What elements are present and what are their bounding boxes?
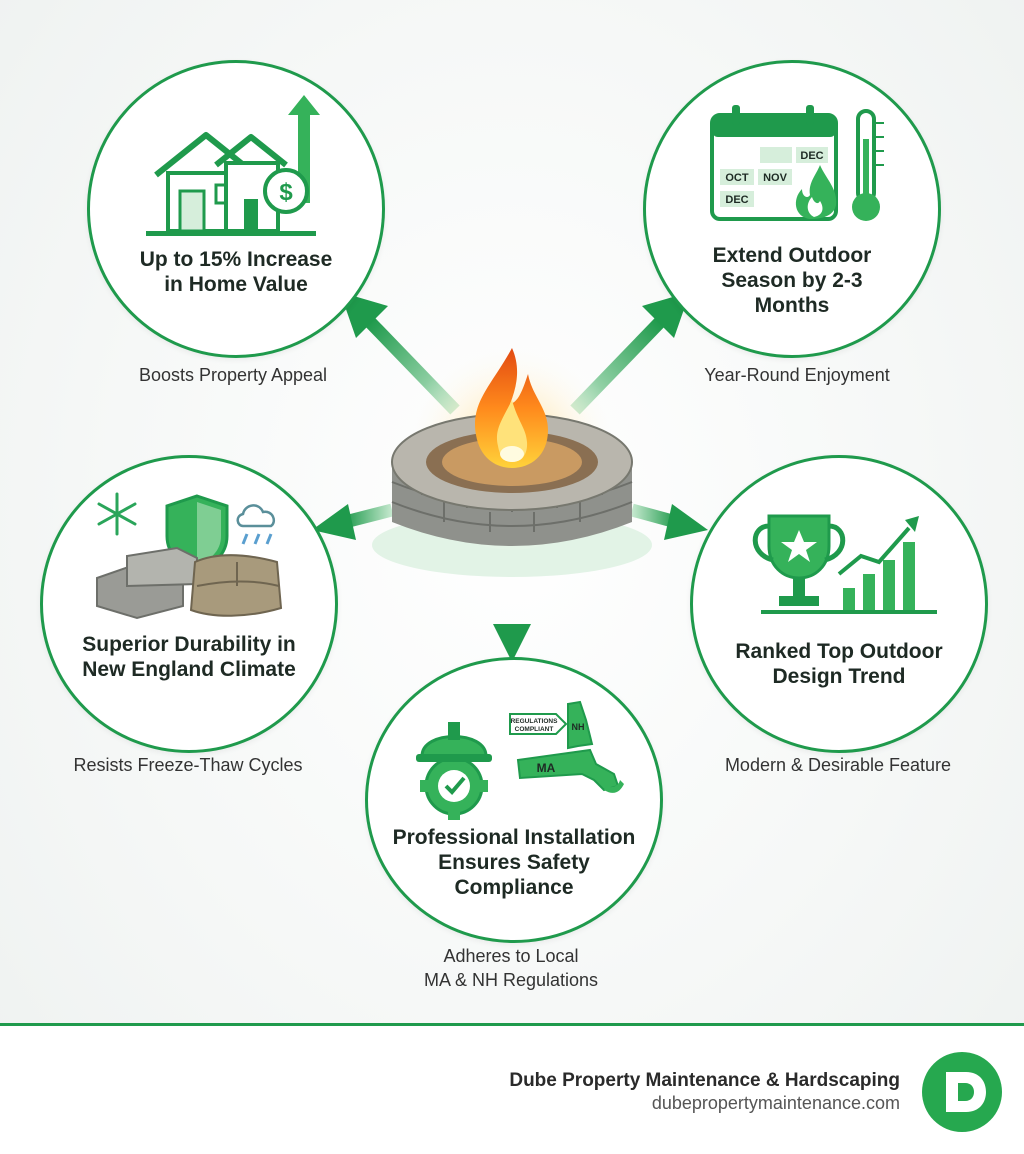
- benefit-design-trend: Ranked Top Outdoor Design Trend: [690, 455, 988, 753]
- hardhat-map-icon: REGULATIONS COMPLIANT NH MA: [416, 700, 624, 820]
- company-name: Dube Property Maintenance & Hardscaping: [509, 1070, 900, 1091]
- svg-text:NOV: NOV: [763, 172, 788, 184]
- benefit-caption: Year-Round Enjoyment: [704, 365, 890, 385]
- benefit-caption: Modern & Desirable Feature: [724, 755, 952, 775]
- svg-text:DEC: DEC: [725, 194, 748, 206]
- svg-text:DEC: DEC: [800, 150, 823, 162]
- benefit-season-extension: DEC OCT NOV DEC Extend Outdoor Season by…: [643, 60, 941, 358]
- arrow-right: [630, 503, 708, 540]
- svg-text:MA: MA: [537, 761, 556, 775]
- benefit-title: Professional Installation Ensures Safety…: [392, 826, 636, 899]
- stone-shield-weather-icon: [96, 492, 283, 620]
- logo-d-icon: [946, 1072, 986, 1112]
- trophy-growth-icon: [752, 514, 937, 614]
- benefit-caption: Resists Freeze-Thaw Cycles: [73, 755, 303, 775]
- benefit-professional-installation: REGULATIONS COMPLIANT NH MA Professional…: [365, 657, 663, 943]
- footer: [0, 1026, 1024, 1154]
- benefit-title: Extend Outdoor Season by 2-3 Months: [712, 244, 872, 317]
- svg-text:REGULATIONS: REGULATIONS: [511, 718, 558, 725]
- svg-text:COMPLIANT: COMPLIANT: [515, 726, 554, 733]
- benefit-caption: Adheres to Local MA & NH Regulations: [423, 946, 599, 990]
- benefit-title: Up to 15% Increase in Home Value: [139, 248, 333, 296]
- svg-text:OCT: OCT: [725, 172, 749, 184]
- benefit-caption: Boosts Property Appeal: [138, 365, 328, 385]
- footer-divider: [0, 1023, 1024, 1026]
- svg-text:NH: NH: [572, 722, 585, 732]
- arrow-down: [493, 574, 531, 662]
- company-logo: [922, 1052, 1002, 1132]
- benefit-title: Superior Durability in New England Clima…: [82, 633, 296, 681]
- arrow-left: [312, 503, 394, 540]
- calendar-thermometer-icon: DEC OCT NOV DEC: [710, 105, 884, 221]
- svg-text:$: $: [279, 179, 293, 206]
- benefit-durability: Superior Durability in New England Clima…: [40, 455, 338, 753]
- company-website[interactable]: dubepropertymaintenance.com: [651, 1093, 900, 1113]
- benefit-title: Ranked Top Outdoor Design Trend: [735, 640, 943, 688]
- house-value-icon: $: [146, 95, 320, 236]
- fire-pit-illustration: [372, 330, 652, 577]
- benefit-home-value: $ Up to 15% Increase in Home Value: [87, 60, 385, 358]
